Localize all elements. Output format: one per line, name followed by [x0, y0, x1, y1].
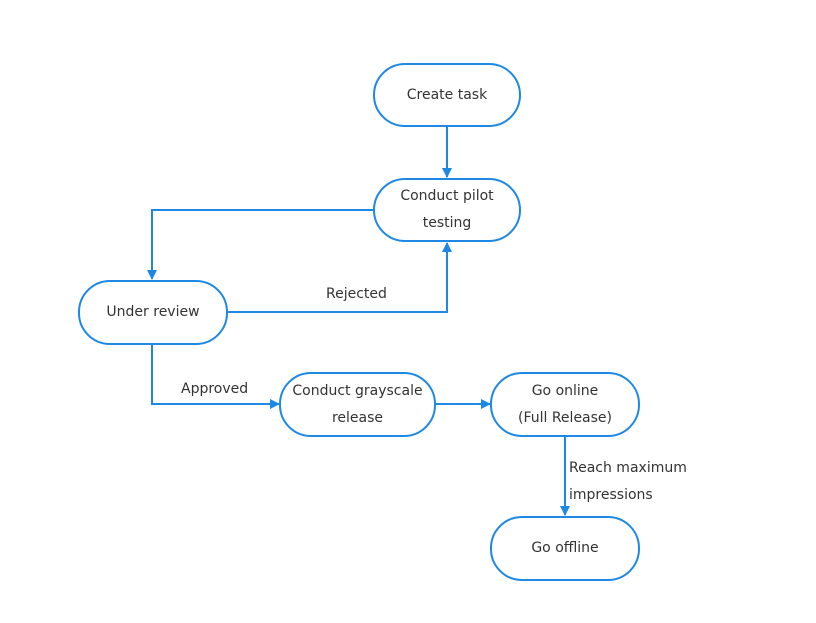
node-grayscale-release[interactable]: Conduct grayscale release [279, 372, 436, 437]
node-go-online-label: Go online (Full Release) [517, 382, 612, 426]
edge-label-reach-max: Reach maximum impressions [569, 460, 687, 503]
node-create-task[interactable]: Create task [373, 63, 521, 127]
node-under-review[interactable]: Under review [78, 280, 228, 345]
node-go-offline[interactable]: Go offline [490, 516, 640, 581]
edge-label-rejected: Rejected [326, 286, 387, 302]
node-go-online[interactable]: Go online (Full Release) [490, 372, 640, 437]
edge-label-approved: Approved [181, 381, 249, 397]
node-under-review-label: Under review [106, 304, 200, 320]
node-pilot-testing[interactable]: Conduct pilot testing [373, 178, 521, 242]
node-pilot-testing-label: Conduct pilot testing [400, 188, 494, 231]
edge-pilot-to-review [147, 209, 373, 280]
node-create-task-label: Create task [406, 86, 488, 103]
node-go-offline-label: Go offline [531, 540, 599, 556]
node-grayscale-release-label: Conduct grayscale release [292, 382, 423, 426]
edge-review-rejected-to-pilot [228, 242, 452, 313]
edge-review-approved-to-grayscale [151, 345, 280, 409]
